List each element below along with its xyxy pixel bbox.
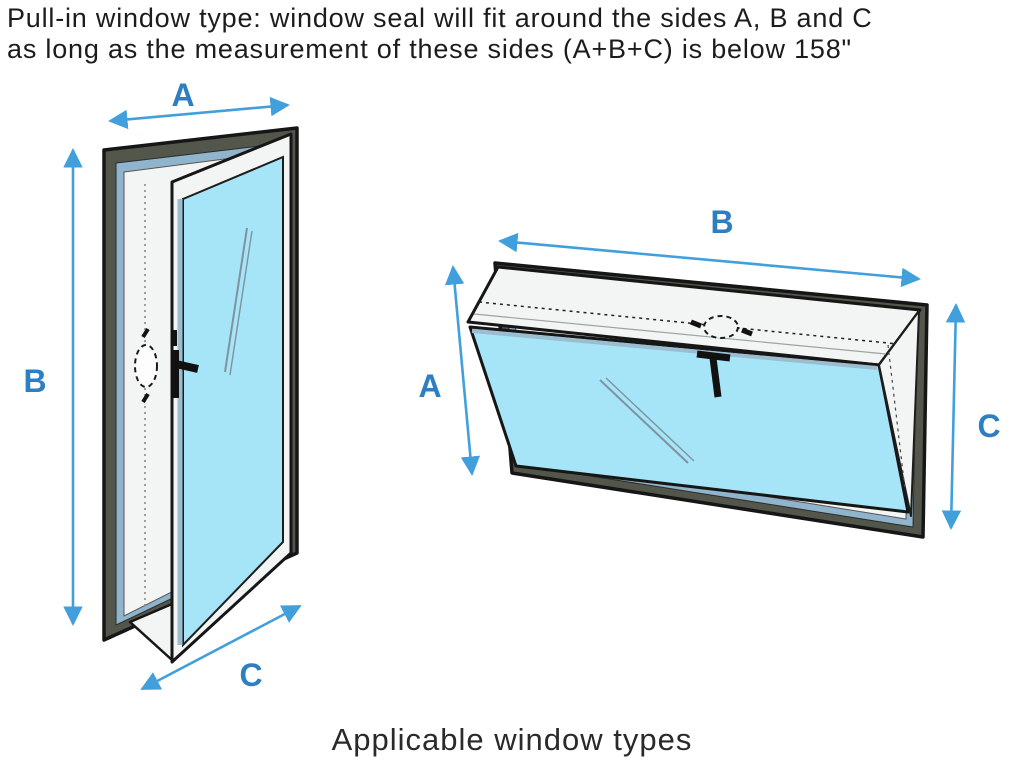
dim-label-c-right-window: C [977, 408, 1000, 444]
dim-arrow-c-right-window [941, 303, 966, 530]
right-sash-dashed-line [478, 301, 899, 345]
dim-label-a-right-window: A [418, 368, 441, 404]
right-sash-top-face [466, 265, 922, 367]
left-hose-hole-tick-top [141, 327, 150, 339]
left-window-illustration [102, 126, 299, 664]
right-hose-hole-tick-left [690, 319, 702, 329]
dim-label-c-left-window: C [239, 657, 262, 693]
right-sash-glass [468, 325, 910, 514]
dim-arrow-b-right-window [498, 232, 921, 288]
dim-label-b-right-window: B [710, 204, 733, 240]
left-hose-hole [134, 344, 158, 388]
title-line-2: as long as the measurement of these side… [7, 34, 852, 64]
left-glass-reflection-1 [224, 227, 248, 373]
left-sash-glass [182, 155, 284, 648]
page-title: Pull-in window type: window seal will fi… [7, 3, 1021, 65]
right-sash-side-wedge [878, 310, 920, 517]
caption: Applicable window types [331, 722, 693, 757]
dim-label-b-left-window: B [23, 363, 46, 399]
right-handle-stem [709, 357, 722, 398]
dim-arrow-c-left-window [140, 604, 302, 691]
right-dimension-arrows [444, 232, 966, 530]
right-glass-reflection-1 [599, 379, 689, 464]
right-sash-top-crease [473, 313, 887, 355]
right-hose-hole-tick-right [741, 327, 753, 337]
right-sash-seal-strip [471, 329, 878, 370]
dim-arrow-a-left-window [108, 96, 290, 130]
dim-label-a-left-window: A [171, 77, 194, 113]
right-hose-hole [703, 315, 739, 339]
left-hose-hole-tick-bottom [141, 392, 150, 404]
right-wedge-dashed-line [887, 344, 906, 491]
right-window-illustration [466, 261, 929, 539]
right-glass-reflection-2 [605, 377, 695, 462]
right-handle-bar [696, 350, 731, 362]
left-handle-arm [175, 360, 199, 373]
dim-arrow-a-right-window [444, 265, 481, 476]
title-line-1: Pull-in window type: window seal will fi… [7, 3, 873, 33]
left-glass-reflection-2 [229, 230, 253, 376]
left-dimension-arrows [63, 96, 302, 691]
